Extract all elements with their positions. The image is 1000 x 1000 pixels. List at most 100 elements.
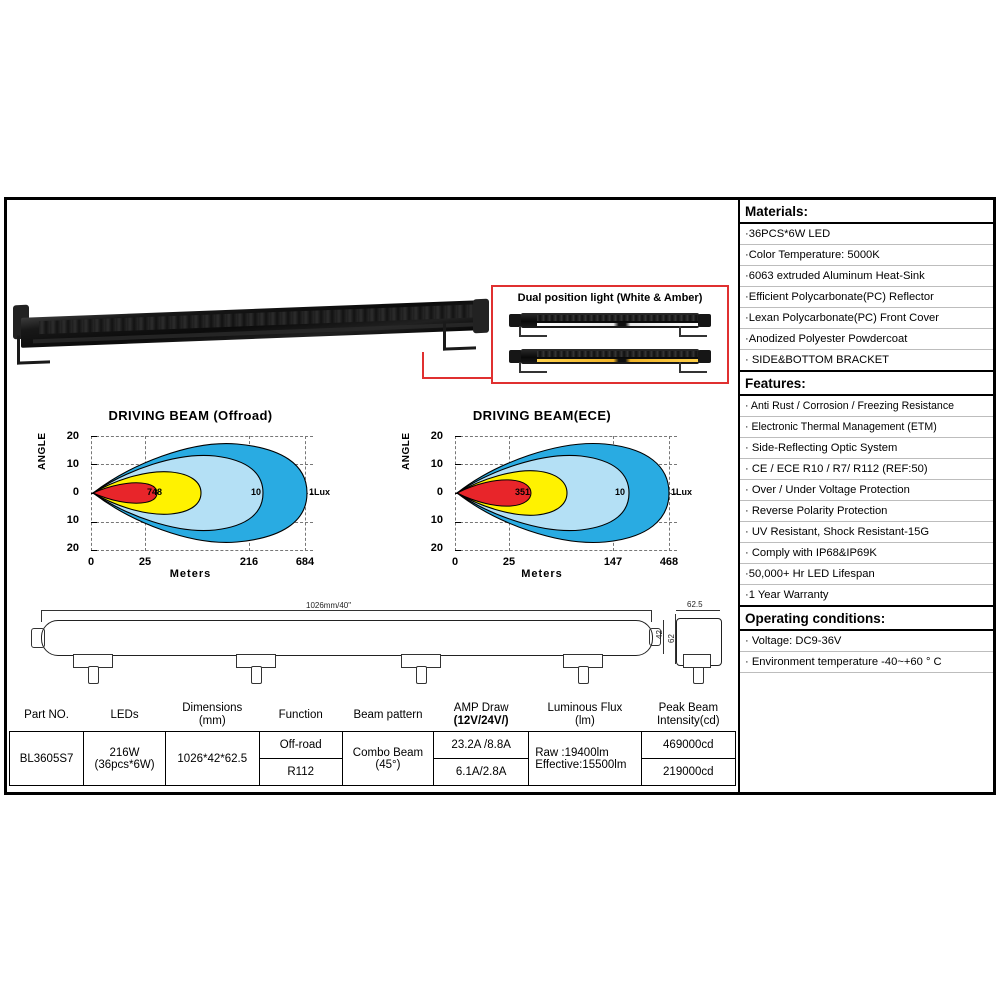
materials-item: ·6063 extruded Aluminum Heat-Sink (740, 266, 993, 287)
cell-leds: 216W (36pcs*6W) (83, 731, 166, 787)
ytick-label: 10 (430, 514, 443, 526)
mini-bracket-left-amber (519, 362, 547, 373)
materials-item: ·36PCS*6W LED (740, 224, 993, 245)
cell-dimensions: 1026*42*62.5 (164, 731, 260, 787)
chart-ylabel-offroad: ANGLE (37, 432, 48, 471)
chart-xlabel-offroad: Meters (169, 568, 212, 580)
chart-title-offroad: DRIVING BEAM (Offroad) (108, 408, 273, 423)
white-position-strip (537, 322, 707, 326)
table-header-row: Part NO. LEDs Dimensions (mm) Function B… (10, 700, 736, 732)
mini-left-cap-white (509, 314, 522, 327)
cell-peak-r112: 219000cd (640, 758, 737, 787)
height-outer-label: 62 (666, 634, 676, 643)
ytick-label: 20 (430, 430, 443, 442)
features-item: · UV Resistant, Shock Resistant-15G (740, 522, 993, 543)
chart-xlabel-ece: Meters (521, 568, 563, 580)
materials-item: ·Lexan Polycarbonate(PC) Front Cover (740, 308, 993, 329)
mini-bracket-left-white (519, 326, 547, 337)
materials-item: ·Color Temperature: 5000K (740, 245, 993, 266)
mount-bolt (251, 666, 262, 684)
col-header-dimensions: Dimensions (mm) (182, 702, 243, 728)
isolux-hotspot-area (91, 482, 158, 504)
beam-chart-ece: DRIVING BEAM(ECE) ANGLE 20 10 0 10 20 (377, 408, 732, 580)
contour-label: 351 (515, 487, 531, 497)
specification-table: Part NO. LEDs Dimensions (mm) Function B… (8, 700, 737, 787)
ytick-label: 0 (72, 486, 79, 498)
depth-label: 62.5 (687, 600, 703, 609)
ytick-label: 20 (66, 542, 79, 554)
white-position-light-sample (509, 313, 711, 337)
isolux-hotspot-area (455, 479, 532, 507)
cell-peak-offroad: 469000cd (640, 731, 737, 760)
table-row: R112 6.1A/2.8A 219000cd (10, 758, 737, 787)
contour-label: 10 (615, 487, 626, 497)
cell-function-r112: R112 (258, 758, 343, 787)
col-header-function: Function (278, 708, 323, 721)
features-item: · Electronic Thermal Management (ETM) (740, 417, 993, 438)
col-header-part-no: Part NO. (24, 708, 69, 721)
end-cap-profile-right (649, 628, 661, 646)
xtick-label: 0 (451, 556, 459, 568)
mini-right-cap-white (698, 314, 711, 327)
features-item: · Comply with IP68&IP69K (740, 543, 993, 564)
contour-label: 1Lux (671, 487, 693, 497)
cell-amp-r112: 6.1A/2.8A (433, 758, 530, 787)
features-item: · Anti Rust / Corrosion / Freezing Resis… (740, 396, 993, 417)
spec-sheet-frame: Dual position light (White & Amber) (4, 197, 996, 795)
xtick-label: 216 (239, 556, 259, 568)
cell-part-no: BL3605S7 (8, 731, 85, 787)
col-header-luminous-flux: Luminous Flux (lm) (547, 702, 623, 728)
end-view-bolt (693, 666, 704, 684)
table-row: BL3605S7 216W (36pcs*6W) 1026*42*62.5 Of… (8, 731, 737, 787)
operating-item: · Voltage: DC9-36V (740, 631, 993, 652)
mount-bolt (416, 666, 427, 684)
xtick-label: 0 (87, 556, 95, 568)
contour-label: 748 (147, 487, 163, 497)
mount-bolt (578, 666, 589, 684)
mount-bracket-right (443, 320, 476, 351)
features-item: · Side-Reflecting Optic System (740, 438, 993, 459)
ytick-label: 20 (430, 542, 443, 554)
xtick-label: 468 (659, 556, 679, 568)
xtick-label: 25 (138, 556, 152, 568)
mini-right-cap-amber (698, 350, 711, 363)
mini-led-row-white (537, 315, 707, 321)
mini-housing-amber (521, 349, 707, 364)
xtick-label: 25 (502, 556, 516, 568)
features-item: ·1 Year Warranty (740, 585, 993, 607)
cell-luminous-flux: Raw :19400lm Effective:15500lm (528, 731, 642, 787)
amber-position-strip (537, 358, 707, 362)
features-item: · CE / ECE R10 / R7/ R112 (REF:50) (740, 459, 993, 480)
contour-label: 10 (251, 487, 262, 497)
chart-ylabel-ece: ANGLE (401, 432, 412, 471)
ytick-label: 0 (436, 486, 443, 498)
materials-item: ·Anodized Polyester Powdercoat (740, 329, 993, 350)
operating-item: · Environment temperature -40~+60 ° C (740, 652, 993, 673)
length-dim-label: 1026mm/40" (306, 601, 352, 610)
callout-title: Dual position light (White & Amber) (517, 292, 703, 304)
cell-amp-offroad: 23.2A /8.8A (433, 731, 530, 760)
depth-dim-line (676, 610, 720, 611)
length-dim-line (41, 610, 651, 611)
materials-item: ·Efficient Polycarbonate(PC) Reflector (740, 287, 993, 308)
end-view-bracket (683, 654, 711, 668)
features-heading: Features: (740, 372, 993, 396)
cell-function-offroad: Off-road (258, 731, 343, 760)
xtick-label: 684 (295, 556, 315, 568)
right-info-column: Materials: ·36PCS*6W LED ·Color Temperat… (738, 200, 993, 792)
ytick-label: 10 (66, 458, 79, 470)
beam-chart-offroad: DRIVING BEAM (Offroad) ANGLE 20 10 0 10 … (13, 408, 368, 580)
ytick-label: 20 (66, 430, 79, 442)
features-item: ·50,000+ Hr LED Lifespan (740, 564, 993, 585)
chart-plot-area-ece: 351 10 1Lux (455, 436, 692, 551)
chart-plot-area-offroad: 748 10 1Lux (91, 436, 330, 551)
height-inner-label: 42 (654, 630, 664, 639)
materials-heading: Materials: (740, 200, 993, 224)
end-cap-profile-left (31, 628, 45, 648)
mini-bracket-right-white (679, 326, 707, 337)
mini-left-cap-amber (509, 350, 522, 363)
mini-bracket-right-amber (679, 362, 707, 373)
mini-housing-white (521, 313, 707, 328)
features-item: · Reverse Polarity Protection (740, 501, 993, 522)
col-header-leds: LEDs (110, 708, 139, 721)
